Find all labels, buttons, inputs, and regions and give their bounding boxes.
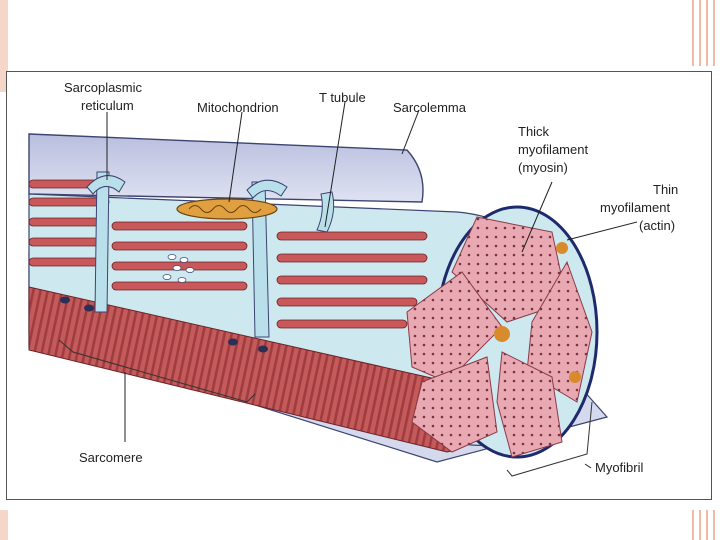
myofibril-bracket [506,401,593,477]
slide-rule-top-right-3 [706,0,708,66]
mitochondrion [176,198,278,220]
sarcomere-bracket [58,339,256,403]
slide-rule-top-right-1 [692,0,694,66]
slide-rule-bottom-right-3 [706,510,708,540]
sarcolemma-sheet [28,133,424,203]
slide-corner-top-left [0,0,8,92]
t-tubule-openings [60,296,268,353]
label-sarcolemma: Sarcolemma [393,100,467,115]
slide-rule-top-right-2 [699,0,701,66]
slide-rule-bottom-right-2 [699,510,701,540]
slide-rule-bottom-right-1 [692,510,694,540]
label-t-tubule: T tubule [319,90,366,105]
label-myofibril: Myofibril [595,460,644,475]
label-sarcoplasmic-line1: Sarcoplasmic [64,80,143,95]
slide-rule-bottom-right-4 [713,510,715,540]
label-sarcoplasmic-line2: reticulum [81,98,134,113]
reticulum-pores [162,254,195,283]
label-thick-line3: (myosin) [518,160,568,175]
label-thin-line1: Thin [653,182,678,197]
fiber-end [406,205,599,459]
label-thick-line1: Thick [518,124,550,139]
label-thin-line3: (actin) [639,218,675,233]
muscle-fiber-figure: Sarcoplasmic reticulum Mitochondrion T t… [6,71,712,500]
label-thin-line2: myofilament [600,200,670,215]
label-mitochondrion: Mitochondrion [197,100,279,115]
slide-corner-bottom-left [0,510,8,540]
label-sarcomere: Sarcomere [79,450,143,465]
sarcoplasmic-reticulum [86,171,335,338]
slide-rule-top-right-4 [713,0,715,66]
muscle-fiber-diagram: Sarcoplasmic reticulum Mitochondrion T t… [28,80,678,477]
leader-lines [106,101,638,469]
myofibril-rods [28,179,428,329]
label-thick-line2: myofilament [518,142,588,157]
